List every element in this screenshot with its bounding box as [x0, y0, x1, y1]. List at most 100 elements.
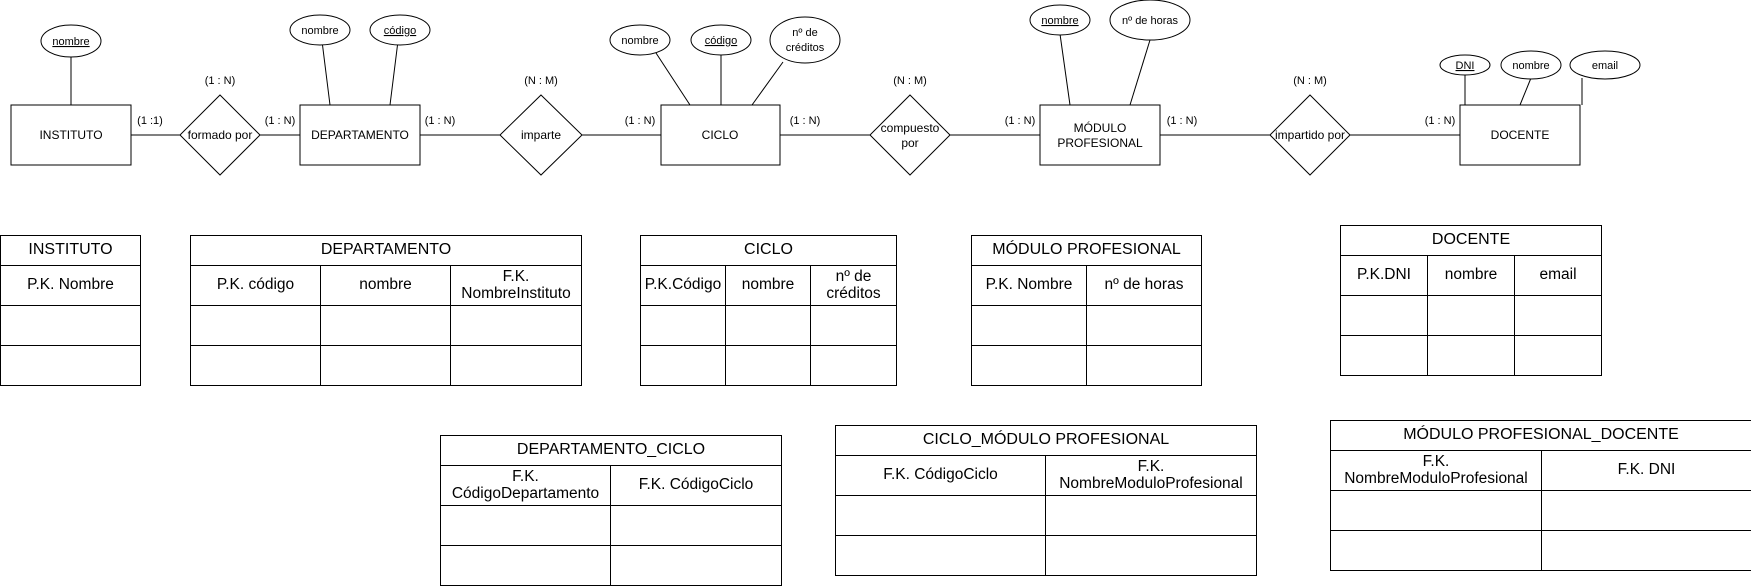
cardinality-modulo-impartido: (1 : N) [1167, 115, 1198, 127]
table-cell [725, 305, 811, 346]
table-docente-col-pk-dni: P.K.DNI [1340, 255, 1428, 296]
relationship-compuesto-label-line1: compuesto [881, 121, 940, 135]
table-cell [1085, 345, 1203, 386]
table-cell [1045, 495, 1257, 536]
table-cell [810, 305, 897, 346]
table-modulo-col-horas: nº de horas [1085, 265, 1203, 306]
attribute-instituto-nombre: nombre [40, 24, 102, 58]
table-cell [320, 305, 451, 346]
table-cell [1513, 335, 1603, 376]
table-cell [971, 305, 1087, 346]
attribute-ciclo-codigo: código [690, 24, 752, 56]
cardinality-impartido-docente: (1 : N) [1425, 115, 1456, 127]
table-cell [1330, 530, 1542, 571]
attribute-docente-nombre-label: nombre [1512, 60, 1549, 72]
table-ciclo-col-pk-codigo: P.K.Código [640, 265, 726, 306]
attribute-docente-email: email [1569, 50, 1641, 80]
table-cell [190, 345, 321, 386]
attribute-docente-dni-label: DNI [1456, 60, 1475, 72]
attribute-ciclo-creditos-line2: créditos [786, 42, 825, 54]
line-attr-ciclo-creditos [751, 61, 784, 106]
attribute-docente-nombre: nombre [1500, 50, 1562, 80]
attribute-ciclo-nombre: nombre [609, 24, 671, 56]
line-attr-ciclo-nombre [655, 52, 691, 106]
attribute-departamento-nombre-label: nombre [301, 25, 338, 37]
table-modulo-docente: MÓDULO PROFESIONAL_DOCENTE F.K. NombreMo… [1329, 420, 1751, 571]
table-modulo-col-pk-nombre: P.K. Nombre [971, 265, 1087, 306]
attribute-ciclo-creditos-line1: nº de [792, 27, 817, 39]
table-depto-ciclo-col-fk-ciclo: F.K. CódigoCiclo [610, 465, 782, 506]
table-instituto: INSTITUTO P.K. Nombre [0, 235, 141, 386]
entity-ciclo-label: CICLO [702, 128, 739, 142]
table-cell [440, 545, 611, 586]
table-cell [1427, 335, 1515, 376]
table-cell [1340, 295, 1428, 336]
table-departamento: DEPARTAMENTO P.K. código nombre F.K. Nom… [189, 235, 583, 386]
table-depto-ciclo-title: DEPARTAMENTO_CICLO [440, 435, 782, 466]
entity-modulo-label-line1: MÓDULO [1074, 120, 1127, 135]
table-cell [810, 345, 897, 386]
attribute-modulo-horas: nº de horas [1109, 0, 1191, 41]
table-modulo-profesional: MÓDULO PROFESIONAL P.K. Nombre nº de hor… [970, 235, 1203, 386]
attribute-departamento-nombre: nombre [289, 14, 351, 46]
table-instituto-title: INSTITUTO [0, 235, 141, 266]
table-departamento-col-nombre: nombre [320, 265, 451, 306]
table-ciclo-modulo-col-fk-ciclo: F.K. CódigoCiclo [835, 455, 1046, 496]
cardinality-ciclo-compuesto: (1 : N) [790, 115, 821, 127]
table-cell [640, 305, 726, 346]
table-cell [190, 305, 321, 346]
cardinality-formado-departamento: (1 : N) [265, 115, 296, 127]
table-depto-ciclo-col-fk-departamento: F.K. CódigoDepartamento [440, 465, 611, 506]
line-attr-departamento-codigo [389, 40, 399, 106]
relationship-impartido-label: impartido por [1275, 128, 1345, 142]
table-cell [449, 345, 583, 386]
cardinality-compuesto-modulo: (1 : N) [1005, 115, 1036, 127]
attribute-docente-email-label: email [1592, 60, 1618, 72]
line-attr-departamento-nombre [321, 40, 331, 106]
cardinality-imparte-ciclo: (1 : N) [625, 115, 656, 127]
entity-modulo-profesional: MÓDULO PROFESIONAL [1039, 104, 1161, 166]
table-departamento-col-fk-instituto: F.K. NombreInstituto [449, 265, 583, 306]
relationship-compuesto-label-line2: por [901, 136, 918, 150]
table-cell [1340, 335, 1428, 376]
table-docente: DOCENTE P.K.DNI nombre email [1339, 225, 1603, 376]
attribute-docente-dni: DNI [1439, 54, 1491, 76]
attribute-modulo-horas-label: nº de horas [1122, 15, 1178, 27]
cardinality-compuesto-top: (N : M) [893, 75, 927, 87]
entity-departamento: DEPARTAMENTO [299, 104, 421, 166]
cardinality-labels: (1 :1) (1 : N) (1 : N) (1 : N) (N : M) (… [137, 75, 1455, 127]
table-cell [1513, 295, 1603, 336]
attribute-instituto-nombre-label: nombre [52, 36, 89, 48]
table-cell [1427, 295, 1515, 336]
table-cell [640, 345, 726, 386]
table-cell [610, 505, 782, 546]
relationship-imparte-label: imparte [521, 128, 561, 142]
entity-ciclo: CICLO [660, 104, 781, 166]
attribute-departamento-codigo-label: código [384, 25, 416, 37]
line-attr-modulo-nombre [1059, 33, 1071, 106]
table-cell [449, 305, 583, 346]
attribute-ciclo-nombre-label: nombre [621, 35, 658, 47]
cardinality-instituto-formado: (1 :1) [137, 115, 163, 127]
line-attr-docente-nombre [1519, 77, 1532, 106]
table-cell [610, 545, 782, 586]
table-ciclo-modulo-col-fk-modulo: F.K. NombreModuloProfesional [1045, 455, 1257, 496]
table-instituto-col-pk-nombre: P.K. Nombre [0, 265, 141, 306]
table-ciclo-modulo: CICLO_MÓDULO PROFESIONAL F.K. CódigoCicl… [835, 425, 1257, 576]
table-departamento-title: DEPARTAMENTO [189, 235, 583, 266]
cardinality-imparte-top: (N : M) [524, 75, 558, 87]
table-docente-title: DOCENTE [1339, 225, 1603, 256]
table-cell [440, 505, 611, 546]
table-ciclo-col-creditos: nº de créditos [810, 265, 897, 306]
entity-departamento-label: DEPARTAMENTO [311, 128, 409, 142]
relationship-impartido-por: impartido por [1269, 94, 1351, 176]
entity-instituto-label: INSTITUTO [39, 128, 102, 142]
table-departamento-col-pk-codigo: P.K. código [190, 265, 321, 306]
table-departamento-ciclo: DEPARTAMENTO_CICLO F.K. CódigoDepartamen… [440, 435, 782, 586]
table-cell [725, 345, 811, 386]
table-cell [1330, 490, 1542, 531]
table-ciclo-modulo-title: CICLO_MÓDULO PROFESIONAL [835, 425, 1257, 456]
entity-docente: DOCENTE [1459, 104, 1581, 166]
table-docente-col-email: email [1513, 255, 1603, 296]
